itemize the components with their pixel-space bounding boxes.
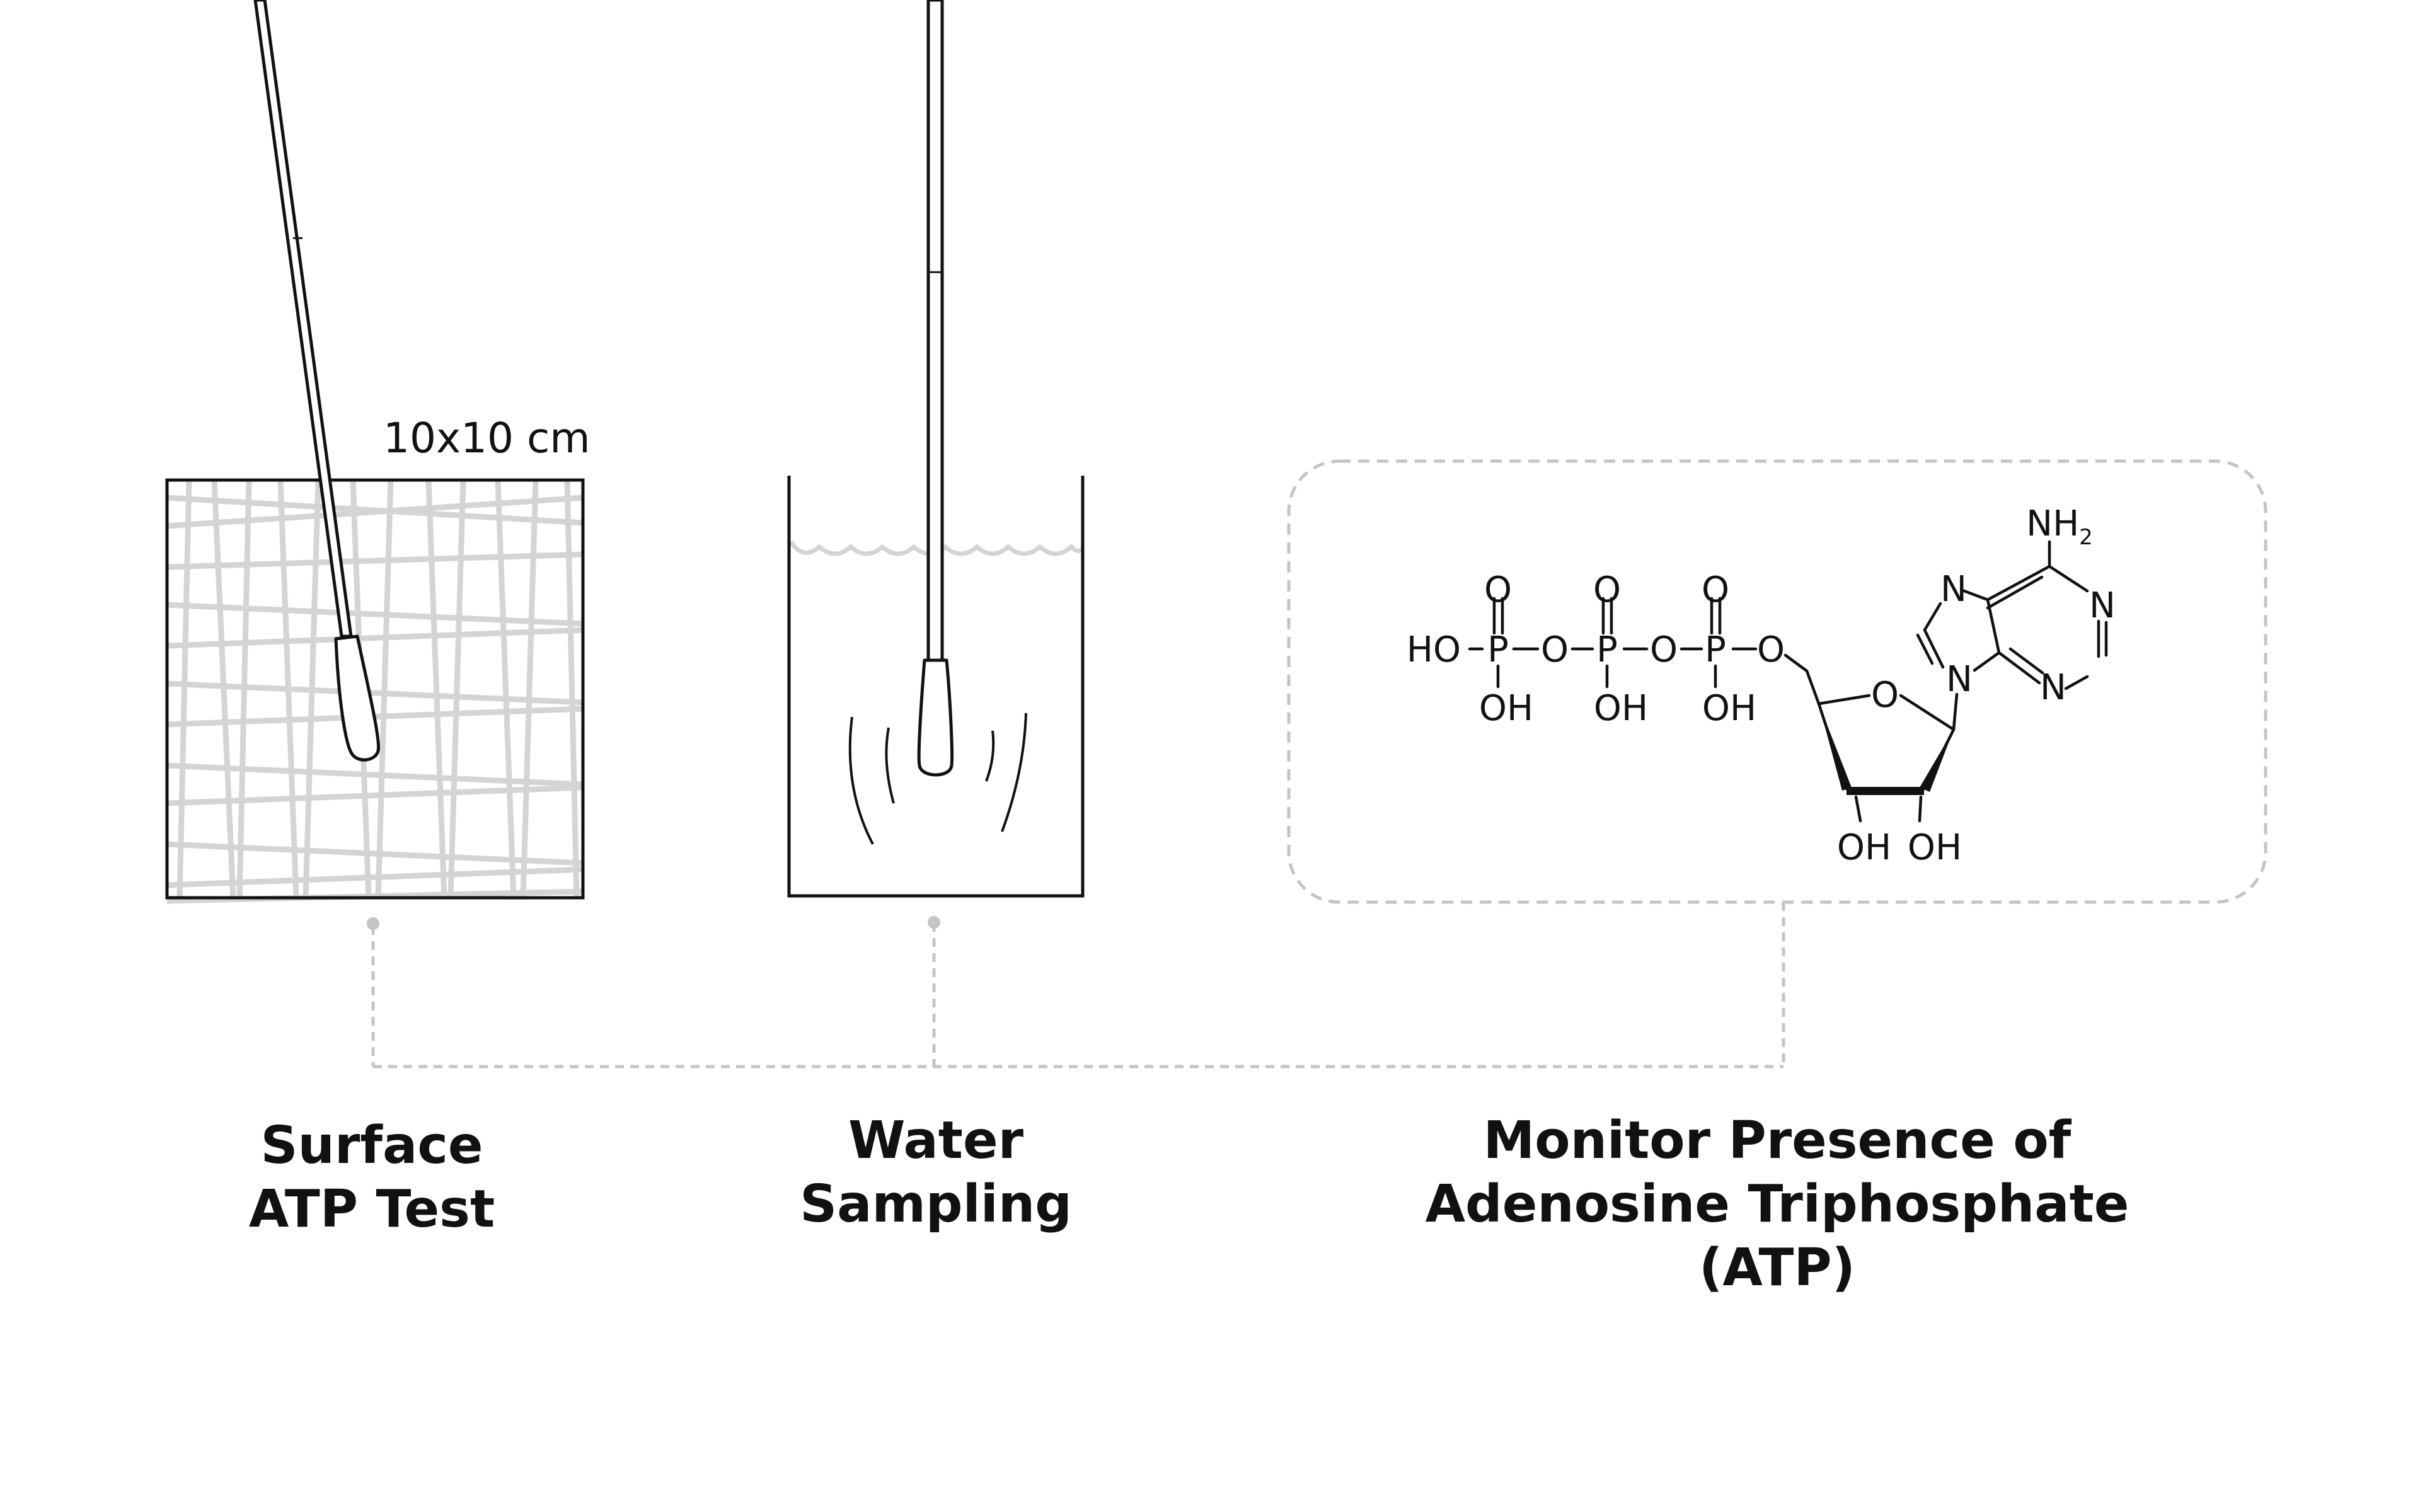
atp-structure: HO P O P O P O O O O OH OH OH O OH OH N … [1407, 503, 2116, 868]
atom-ring-o: O [1871, 675, 1899, 716]
atom-n7: N [1940, 569, 1967, 610]
atom-oh-p1: OH [1479, 688, 1533, 729]
water-beaker [787, 476, 1085, 898]
atom-o-dbl2: O [1593, 570, 1621, 610]
atp-caption-line2: Adenosine Triphosphate [1425, 1174, 2129, 1234]
agitation-marks [848, 713, 1027, 845]
atom-nh2-subscript: 2 [2079, 525, 2093, 550]
surface-caption-line2: ATP Test [248, 1179, 495, 1239]
atom-p2: P [1596, 629, 1618, 670]
atom-p1: P [1487, 629, 1509, 670]
atp-bonds [1468, 540, 2108, 823]
water-caption-line1: Water [848, 1111, 1024, 1171]
connector-dot-surface [367, 917, 379, 930]
ribose-wedge-right [1920, 730, 1954, 792]
surface-square [165, 478, 585, 900]
atom-ho: HO [1407, 629, 1461, 670]
surface-caption-line1: Surface [260, 1116, 483, 1176]
atom-p3: P [1705, 629, 1726, 670]
atom-o-5prime: O [1757, 629, 1785, 670]
surface-atp-test-caption: Surface ATP Test [183, 1114, 561, 1241]
ribose-wedge-bond [1847, 787, 1924, 795]
atom-oh-c3: OH [1837, 827, 1891, 868]
atp-caption-line3: (ATP) [1698, 1238, 1856, 1298]
atom-n1: N [2089, 585, 2116, 626]
water-swab [917, 0, 954, 777]
water-caption-line2: Sampling [800, 1174, 1072, 1234]
atom-oh-c2: OH [1908, 827, 1962, 868]
area-label: 10x10 cm [383, 414, 591, 462]
water-sampling-panel [787, 0, 1085, 898]
atom-nh2-main: NH [2026, 503, 2079, 544]
atp-atom-labels: HO P O P O P O O O O OH OH OH O OH OH N … [1407, 503, 2116, 868]
atom-oh-p3: OH [1702, 688, 1756, 729]
atom-o-dbl3: O [1702, 570, 1729, 610]
surface-swab [253, 0, 381, 762]
atom-n9: N [1946, 659, 1973, 700]
water-sampling-caption: Water Sampling [747, 1109, 1125, 1236]
ribose-wedge-left [1819, 704, 1852, 791]
surface-grid-pattern [166, 479, 584, 904]
atp-monitor-caption: Monitor Presence of Adenosine Triphospha… [1383, 1109, 2171, 1300]
atom-oh-p2: OH [1594, 688, 1648, 729]
atom-o-bridge2: O [1650, 629, 1678, 670]
connector-dot-water [928, 916, 940, 929]
dashed-connectors [371, 902, 1785, 1068]
atom-nh2: NH2 [2026, 503, 2093, 550]
surface-test-panel: 10x10 cm [165, 0, 591, 904]
atom-n3: N [2040, 667, 2066, 708]
atp-molecule-box [1287, 459, 2267, 904]
atom-o-bridge1: O [1541, 629, 1569, 670]
atp-caption-line1: Monitor Presence of [1483, 1111, 2071, 1171]
atom-o-dbl1: O [1484, 570, 1512, 610]
water-surface-waves [789, 540, 1085, 556]
